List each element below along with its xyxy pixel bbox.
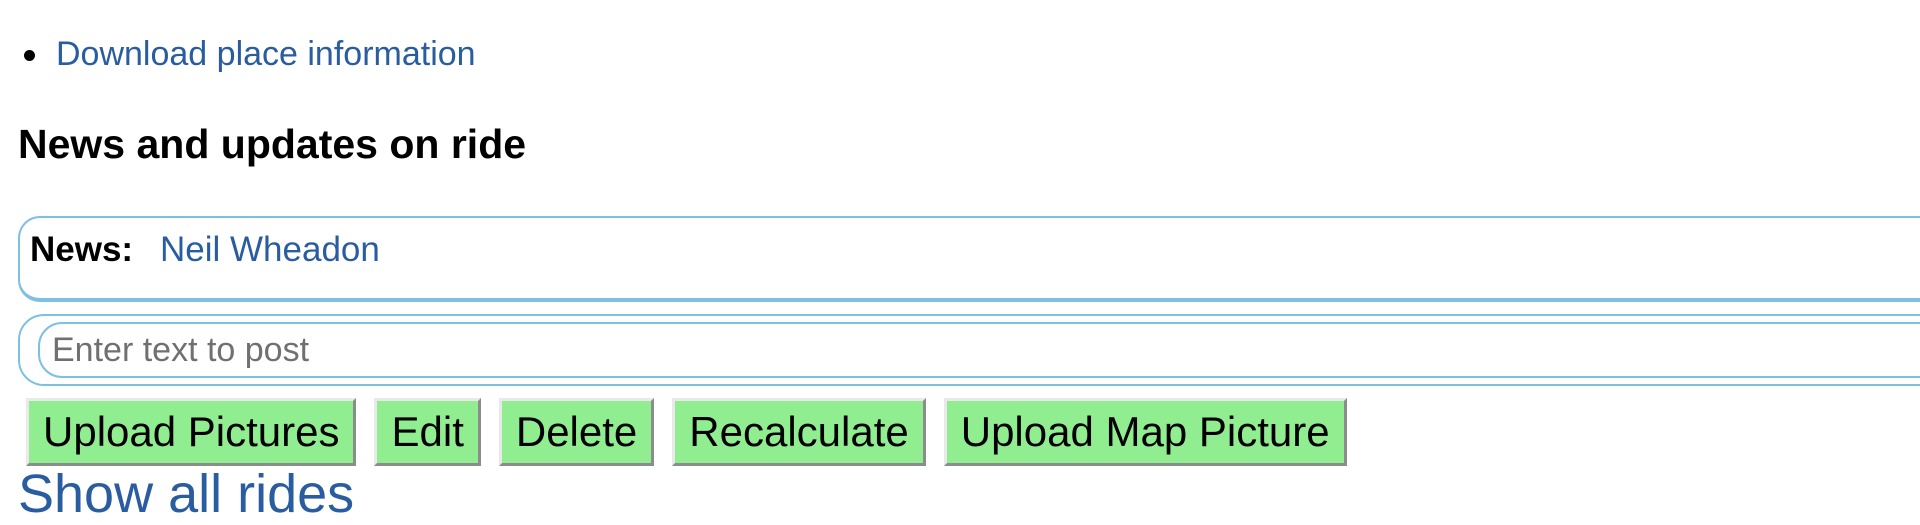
list-item: Download place information — [0, 30, 476, 78]
upload-map-picture-button[interactable]: Upload Map Picture — [943, 398, 1347, 466]
link-list: Download place information — [0, 30, 476, 78]
bullet-icon — [24, 50, 35, 61]
post-text-input[interactable] — [38, 322, 1920, 378]
post-form — [18, 314, 1920, 386]
recalculate-button[interactable]: Recalculate — [672, 398, 926, 466]
delete-button[interactable]: Delete — [498, 398, 655, 466]
news-author-link[interactable]: Neil Wheadon — [160, 230, 380, 269]
download-place-link[interactable]: Download place information — [56, 35, 476, 73]
edit-button[interactable]: Edit — [374, 398, 481, 466]
news-label: News: — [30, 230, 134, 269]
show-all-rides-link[interactable]: Show all rides — [18, 464, 355, 524]
news-box: News: Neil Wheadon — [18, 216, 1920, 302]
upload-pictures-button[interactable]: Upload Pictures — [26, 398, 357, 466]
news-heading: News and updates on ride — [18, 121, 527, 167]
action-button-row: Upload Pictures Edit Delete Recalculate … — [26, 398, 1347, 466]
